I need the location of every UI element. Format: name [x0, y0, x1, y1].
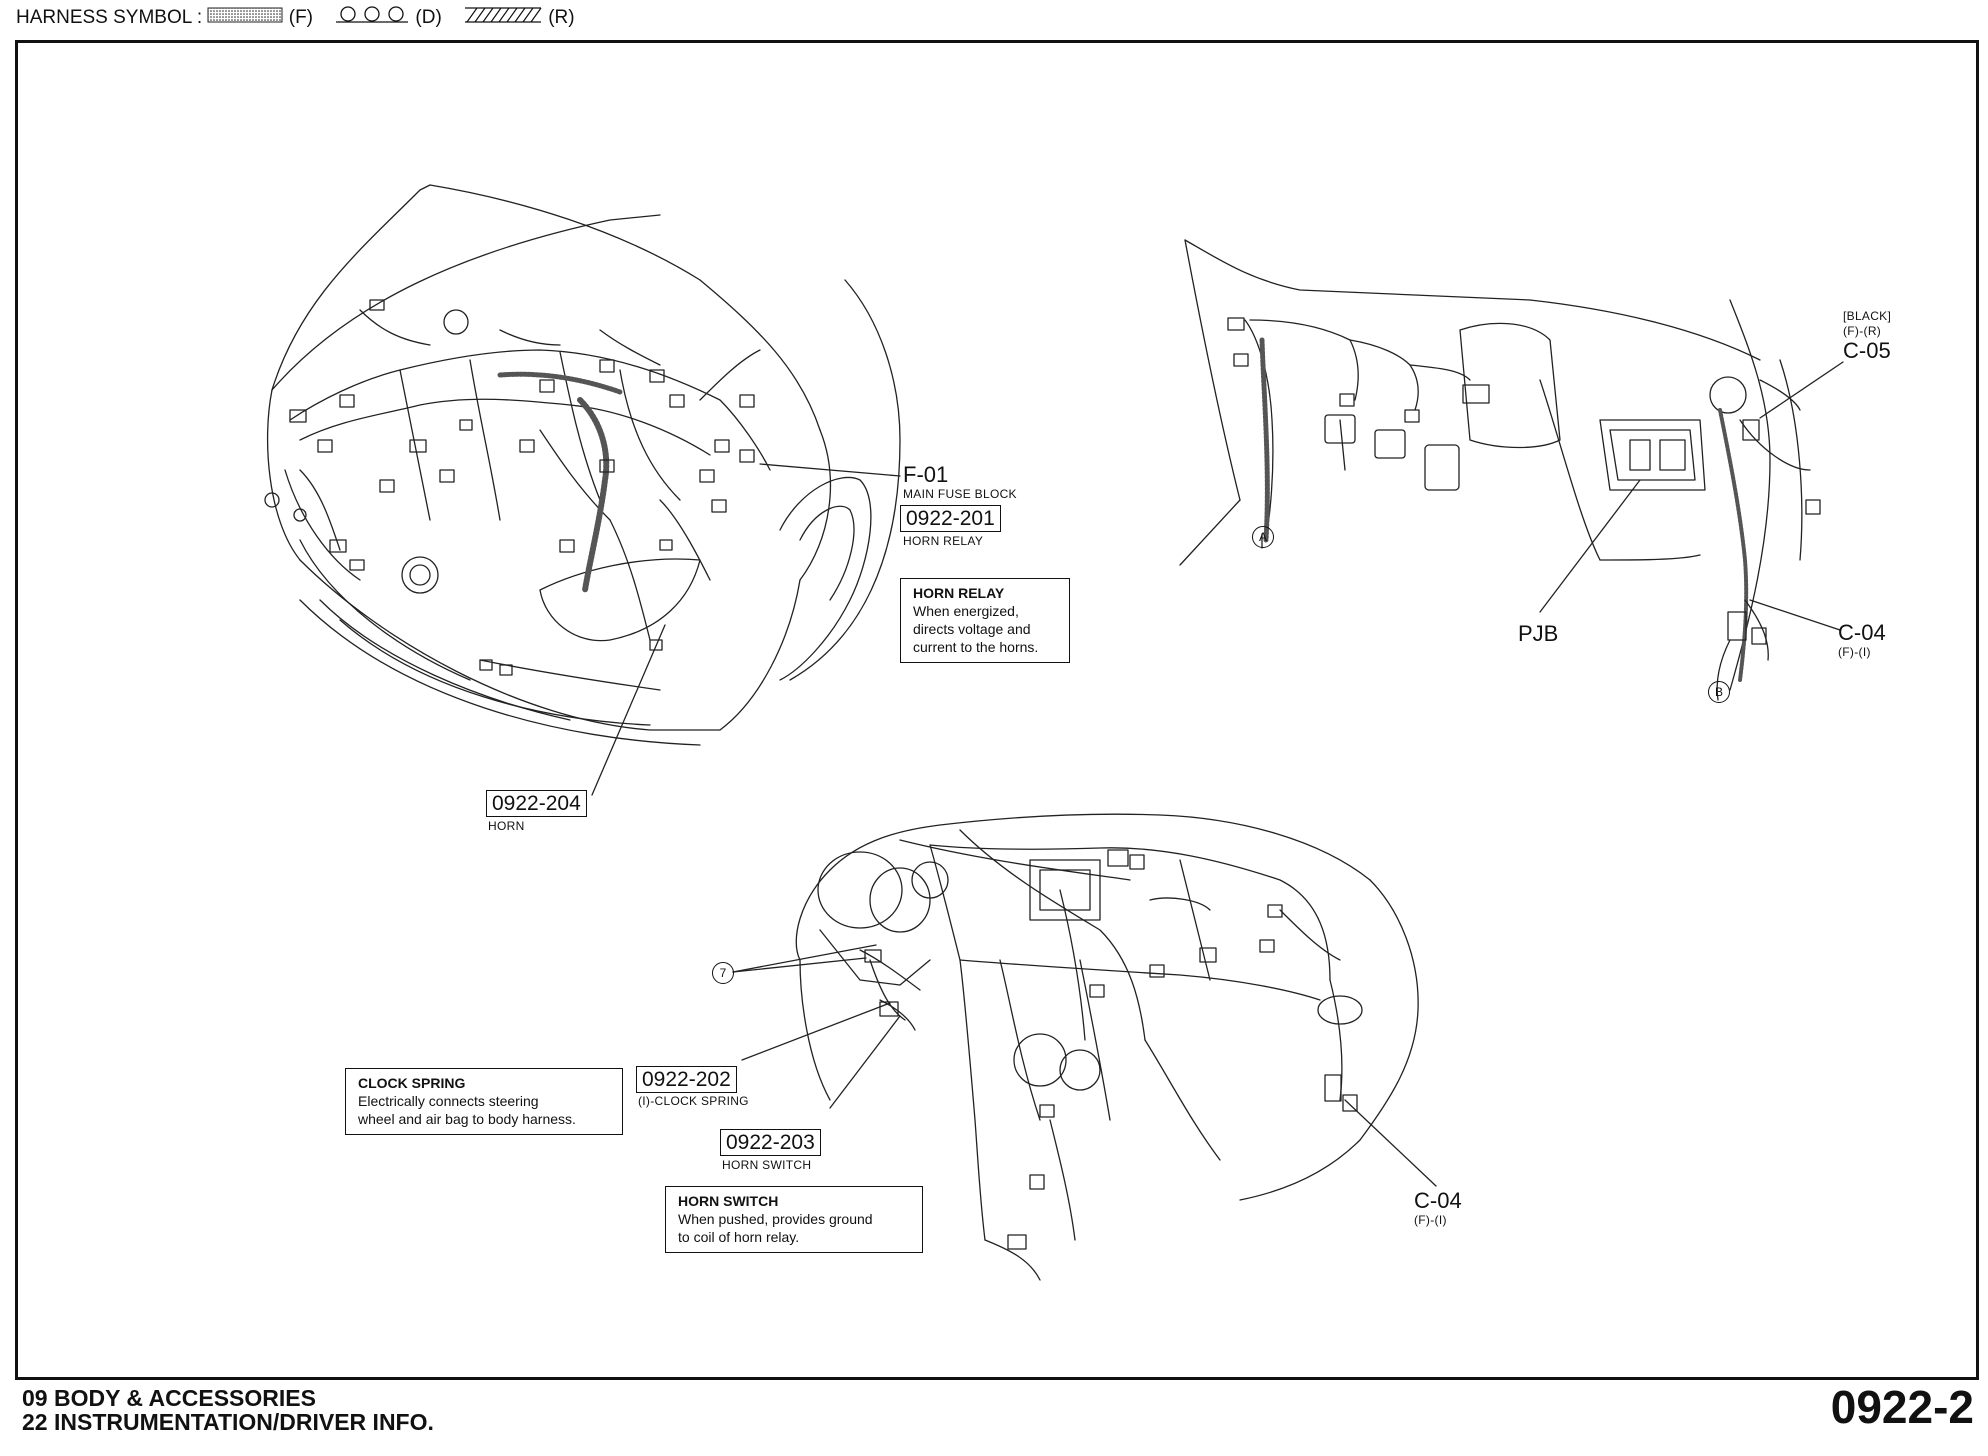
- c05-connector-label: C-05: [1843, 338, 1891, 363]
- horn-relay-note-line3: current to the horns.: [913, 639, 1039, 655]
- f01-description: MAIN FUSE BLOCK: [903, 487, 1017, 501]
- horn-switch-description: HORN SWITCH: [722, 1158, 812, 1172]
- harness-f-symbol: [207, 7, 283, 29]
- horn-relay-description: HORN RELAY: [903, 534, 984, 548]
- marker-b: B: [1708, 681, 1730, 703]
- footer-section-titles: 09 BODY & ACCESSORIES 22 INSTRUMENTATION…: [22, 1386, 434, 1434]
- c04-connector-label-upper: C-04: [1838, 620, 1886, 645]
- c05-color-tag: [BLACK]: [1843, 309, 1892, 323]
- harness-d-symbol: [334, 6, 410, 30]
- horn-relay-note: HORN RELAY When energized, directs volta…: [900, 578, 1070, 663]
- c04-harness-pair-lower: (F)-(I): [1414, 1213, 1447, 1227]
- clock-spring-note-title: CLOCK SPRING: [358, 1075, 466, 1091]
- horn-relay-note-line2: directs voltage and: [913, 621, 1031, 637]
- horn-code-box: 0922-204: [486, 790, 587, 817]
- diagram-frame: [15, 40, 1979, 1380]
- horn-switch-note: HORN SWITCH When pushed, provides ground…: [665, 1186, 923, 1253]
- legend-f: (F): [288, 7, 314, 29]
- c05-harness-pair: (F)-(R): [1843, 324, 1882, 338]
- clock-spring-note-line2: wheel and air bag to body harness.: [358, 1111, 576, 1127]
- engine-bay-illustration: [264, 184, 901, 796]
- marker-7: 7: [712, 962, 734, 984]
- horn-switch-note-line2: to coil of horn relay.: [678, 1229, 800, 1245]
- footer-section-instrumentation: 22 INSTRUMENTATION/DRIVER INFO.: [22, 1409, 434, 1435]
- legend-d: (D): [415, 7, 442, 29]
- marker-a: A: [1252, 526, 1274, 548]
- c04-harness-pair-upper: (F)-(I): [1838, 645, 1871, 659]
- pjb-label: PJB: [1518, 621, 1559, 646]
- footer-section-body: 09 BODY & ACCESSORIES: [22, 1385, 316, 1411]
- pjb-area-illustration: [1179, 239, 1844, 701]
- page-number: 0922-2: [1830, 1381, 1974, 1433]
- horn-relay-note-title: HORN RELAY: [913, 585, 1005, 601]
- horn-switch-code-box: 0922-203: [720, 1129, 821, 1156]
- clock-spring-code-box: 0922-202: [636, 1066, 737, 1093]
- c04-connector-label-lower: C-04: [1414, 1188, 1462, 1213]
- clock-spring-note: CLOCK SPRING Electrically connects steer…: [345, 1068, 623, 1135]
- horn-switch-note-line1: When pushed, provides ground: [678, 1211, 873, 1227]
- clock-spring-description: (I)-CLOCK SPRING: [638, 1094, 749, 1108]
- harness-r-symbol: [463, 6, 543, 30]
- legend-label: HARNESS SYMBOL :: [16, 7, 203, 29]
- f01-connector-label: F-01: [903, 462, 949, 487]
- horn-relay-note-line1: When energized,: [913, 603, 1019, 619]
- horn-relay-code-box: 0922-201: [900, 505, 1001, 532]
- harness-legend: HARNESS SYMBOL : (F) (D): [16, 6, 575, 30]
- legend-r: (R): [548, 7, 575, 29]
- dashboard-illustration: [732, 813, 1437, 1281]
- horn-switch-note-title: HORN SWITCH: [678, 1193, 779, 1209]
- clock-spring-note-line1: Electrically connects steering: [358, 1093, 539, 1109]
- horn-description: HORN: [488, 819, 525, 833]
